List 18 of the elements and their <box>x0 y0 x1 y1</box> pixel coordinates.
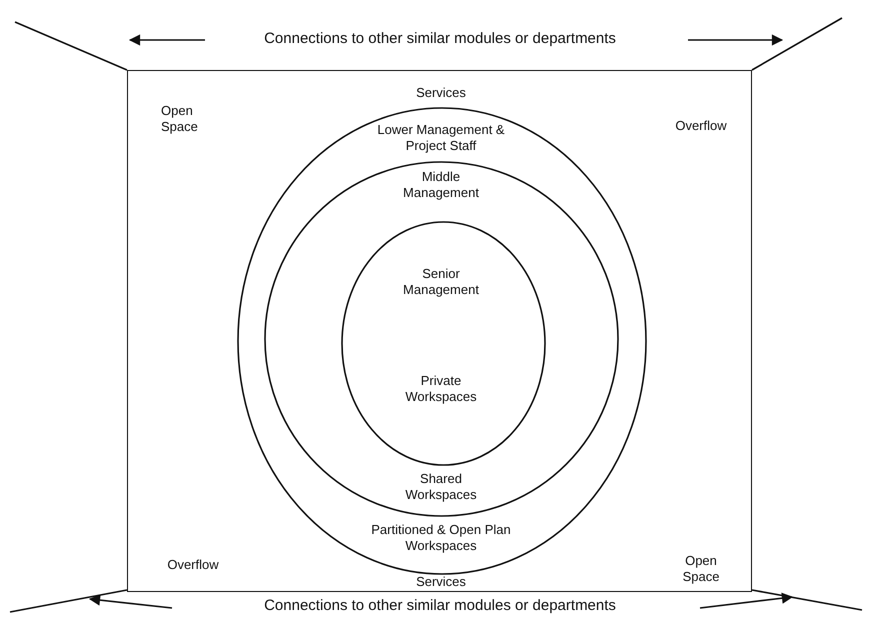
zone-ellipse <box>237 107 647 575</box>
zone-label: Shared Workspaces <box>404 471 478 503</box>
area-label: Open Space <box>682 553 720 585</box>
zone-ellipse <box>341 221 546 466</box>
connection-note: Connections to other similar modules or departments <box>263 31 617 47</box>
area-label: Services <box>415 574 467 590</box>
zone-label: Partitioned & Open Plan Workspaces <box>370 522 512 554</box>
module-box <box>127 70 752 592</box>
area-label: Open Space <box>161 103 199 135</box>
zone-ellipse <box>264 161 619 517</box>
area-label: Overflow <box>166 557 220 573</box>
area-label: Overflow <box>674 118 728 134</box>
area-label: Services <box>415 85 467 101</box>
zone-label: Private Workspaces <box>404 373 478 405</box>
connection-note: Connections to other similar modules or departments <box>263 598 617 614</box>
zone-label: Lower Management & Project Staff <box>376 122 506 154</box>
zone-label: Senior Management <box>402 266 480 298</box>
zone-label: Middle Management <box>402 169 480 201</box>
